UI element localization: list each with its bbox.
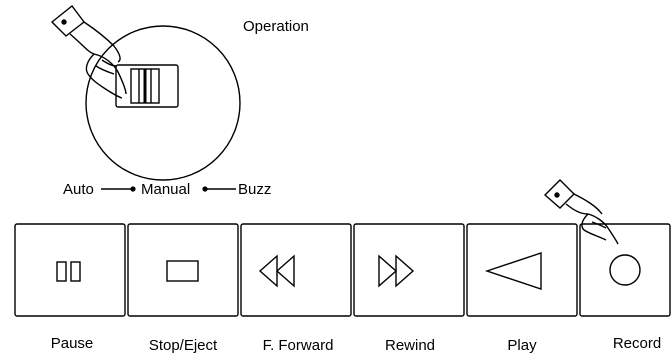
record-label: Record (613, 335, 661, 352)
f-forward-label: F. Forward (263, 337, 334, 354)
mode-label-buzz: Buzz (238, 181, 271, 198)
pause-icon (56, 261, 81, 282)
button-labels: Pause Stop/Eject F. Forward Rewind Play … (51, 335, 661, 354)
stop-eject-label: Stop/Eject (149, 337, 218, 354)
circle-icon (609, 254, 641, 286)
f-forward-button[interactable] (240, 223, 352, 317)
play-label: Play (507, 337, 537, 354)
rewind-label: Rewind (385, 337, 435, 354)
double-left-arrow-icon (258, 254, 295, 288)
double-right-arrow-icon (378, 254, 415, 288)
record-pointing-hand-icon (543, 179, 619, 245)
play-button[interactable] (466, 223, 578, 317)
mode-selector-line: Auto Manual Buzz (63, 181, 271, 198)
pause-label: Pause (51, 335, 94, 352)
mode-label-auto: Auto (63, 181, 94, 198)
pause-button[interactable] (14, 223, 126, 317)
operation-label: Operation (243, 18, 309, 35)
operation-switch-group: Operation Auto Manual Buzz (50, 5, 309, 198)
mode-slide-switch[interactable] (115, 64, 179, 108)
control-buttons-row (14, 223, 671, 317)
pointing-hand-icon (50, 5, 127, 99)
stop-eject-button[interactable] (127, 223, 239, 317)
mode-label-manual: Manual (141, 181, 190, 198)
rewind-button[interactable] (353, 223, 465, 317)
record-button[interactable] (579, 223, 671, 317)
left-triangle-icon (484, 252, 542, 290)
magnifier-circle (85, 25, 241, 181)
stop-icon (166, 260, 199, 282)
